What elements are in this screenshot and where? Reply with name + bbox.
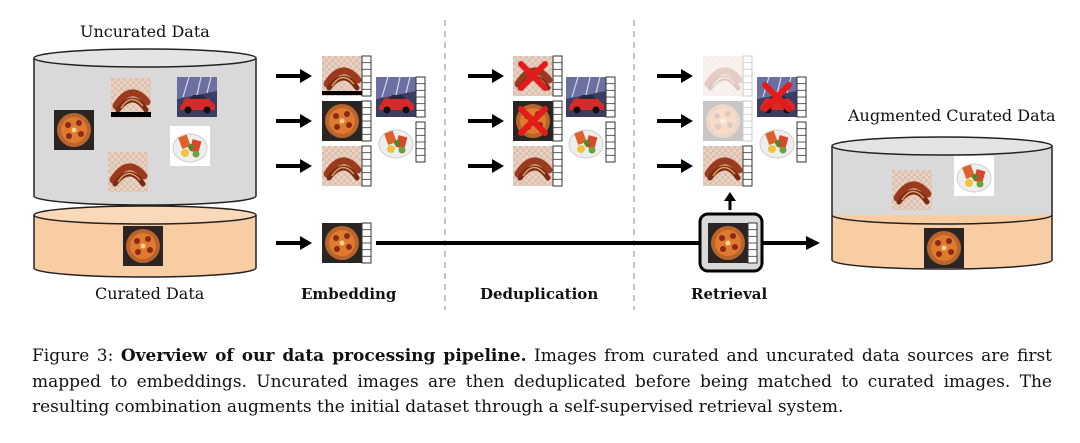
embedding-vector-icon [415,76,426,118]
caption-body: Images from curated and uncurated data s… [32,346,1053,417]
caption-title: Overview of our data processing pipeline… [120,346,527,366]
food-photo-icon [169,125,211,167]
curated-data-label: Curated Data [95,284,205,303]
retrieval-system-box [698,212,764,273]
curated-database-cylinder-icon [33,205,257,278]
food-photo-icon [892,170,932,210]
food-photo-icon [953,155,995,197]
arrow-right-icon [274,112,314,130]
food-photo-icon [123,226,163,266]
arrow-up-icon [724,192,736,201]
uncurated-image-thumbnails [54,76,218,192]
embedding-stage [274,55,426,264]
stage-label-retrieval: Retrieval [691,285,768,303]
embedding-vector-icon [415,121,426,163]
embedding-vector-icon [361,100,372,142]
embedding-vector-icon [361,145,372,187]
arrow-right-icon [274,234,314,252]
arrow-right-icon [274,157,314,175]
pipeline-diagram [33,20,1053,310]
arrow-right-icon [806,236,820,250]
caption-prefix: Figure 3: [32,346,121,366]
augmented-curated-data-label: Augmented Curated Data [848,106,1056,125]
car-photo-icon [176,76,218,118]
uncurated-data-label: Uncurated Data [80,22,210,41]
stage-label-deduplication: Deduplication [480,285,599,303]
retrieval-stage [655,56,807,210]
figure-caption: Figure 3: Overview of our data processin… [32,344,1052,421]
stage-label-embedding: Embedding [301,285,397,303]
food-photo-icon [54,110,94,150]
augmented-database-cylinder-icon [831,136,1053,270]
food-photo-icon [924,228,964,268]
deduplication-stage [466,56,616,186]
embedding-vector-icon [361,55,372,97]
food-photo-icon [108,152,148,192]
arrow-right-icon [274,67,314,85]
embedding-vector-icon [361,222,372,264]
